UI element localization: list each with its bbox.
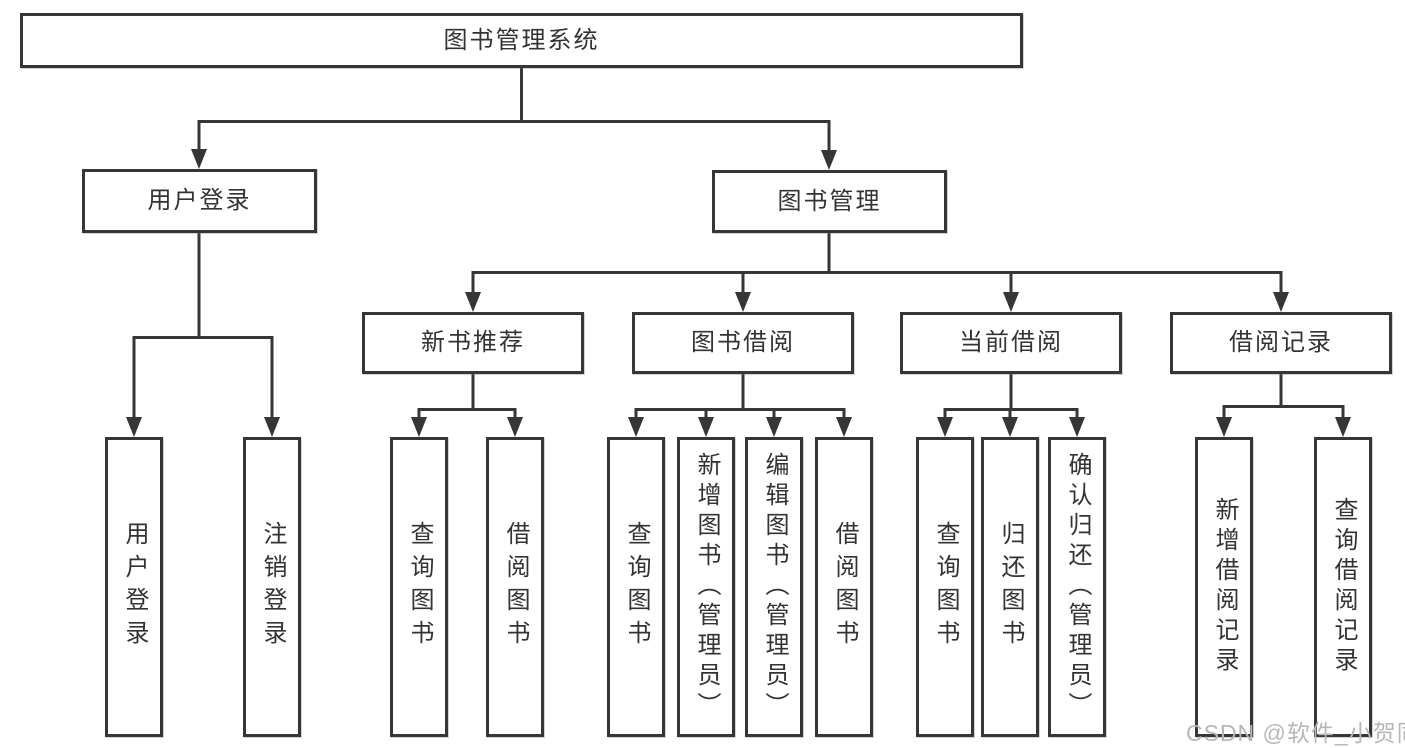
- leaf-query-books: 查询图书: [607, 437, 665, 737]
- node-new-book-recommendation: 新书推荐: [362, 312, 584, 374]
- leaf-query-borrow-record: 查询借阅记录: [1314, 437, 1372, 737]
- node-borrowing-records: 借阅记录: [1170, 312, 1392, 374]
- leaf-confirm-return-admin: 确认归还（管理员）: [1048, 437, 1106, 737]
- connector-borrow-records-to-leaves: [1222, 374, 1345, 420]
- connector-current-borrow-to-leaves: [943, 374, 1079, 420]
- arrowheads: [126, 149, 1351, 437]
- node-book-management: 图书管理: [712, 170, 947, 233]
- connector-book-borrow-to-leaves: [634, 374, 846, 420]
- connector-root-to-level2: [197, 68, 831, 152]
- leaf-edit-books-admin: 编辑图书（管理员）: [745, 437, 803, 737]
- leaf-logout: 注销登录: [243, 437, 301, 737]
- leaf-borrow-books: 借阅图书: [486, 437, 544, 737]
- leaf-borrow-books: 借阅图书: [815, 437, 873, 737]
- connector-book-mgmt-to-level3: [471, 233, 1283, 295]
- leaf-user-login: 用户登录: [105, 437, 163, 737]
- leaf-query-books: 查询图书: [390, 437, 448, 737]
- connector-new-book-to-leaves: [417, 374, 517, 420]
- leaf-add-books-admin: 新增图书（管理员）: [677, 437, 735, 737]
- node-book-management-system: 图书管理系统: [20, 13, 1023, 68]
- node-user-login: 用户登录: [82, 169, 317, 233]
- leaf-return-books: 归还图书: [981, 437, 1039, 737]
- connector-user-login-to-leaves: [132, 233, 274, 420]
- node-book-borrowing: 图书借阅: [632, 312, 854, 374]
- leaf-add-borrow-record: 新增借阅记录: [1195, 437, 1253, 737]
- watermark: CSDN @软件_小贺同学: [1186, 720, 1405, 746]
- leaf-query-books: 查询图书: [916, 437, 974, 737]
- node-current-borrowing: 当前借阅: [900, 312, 1122, 374]
